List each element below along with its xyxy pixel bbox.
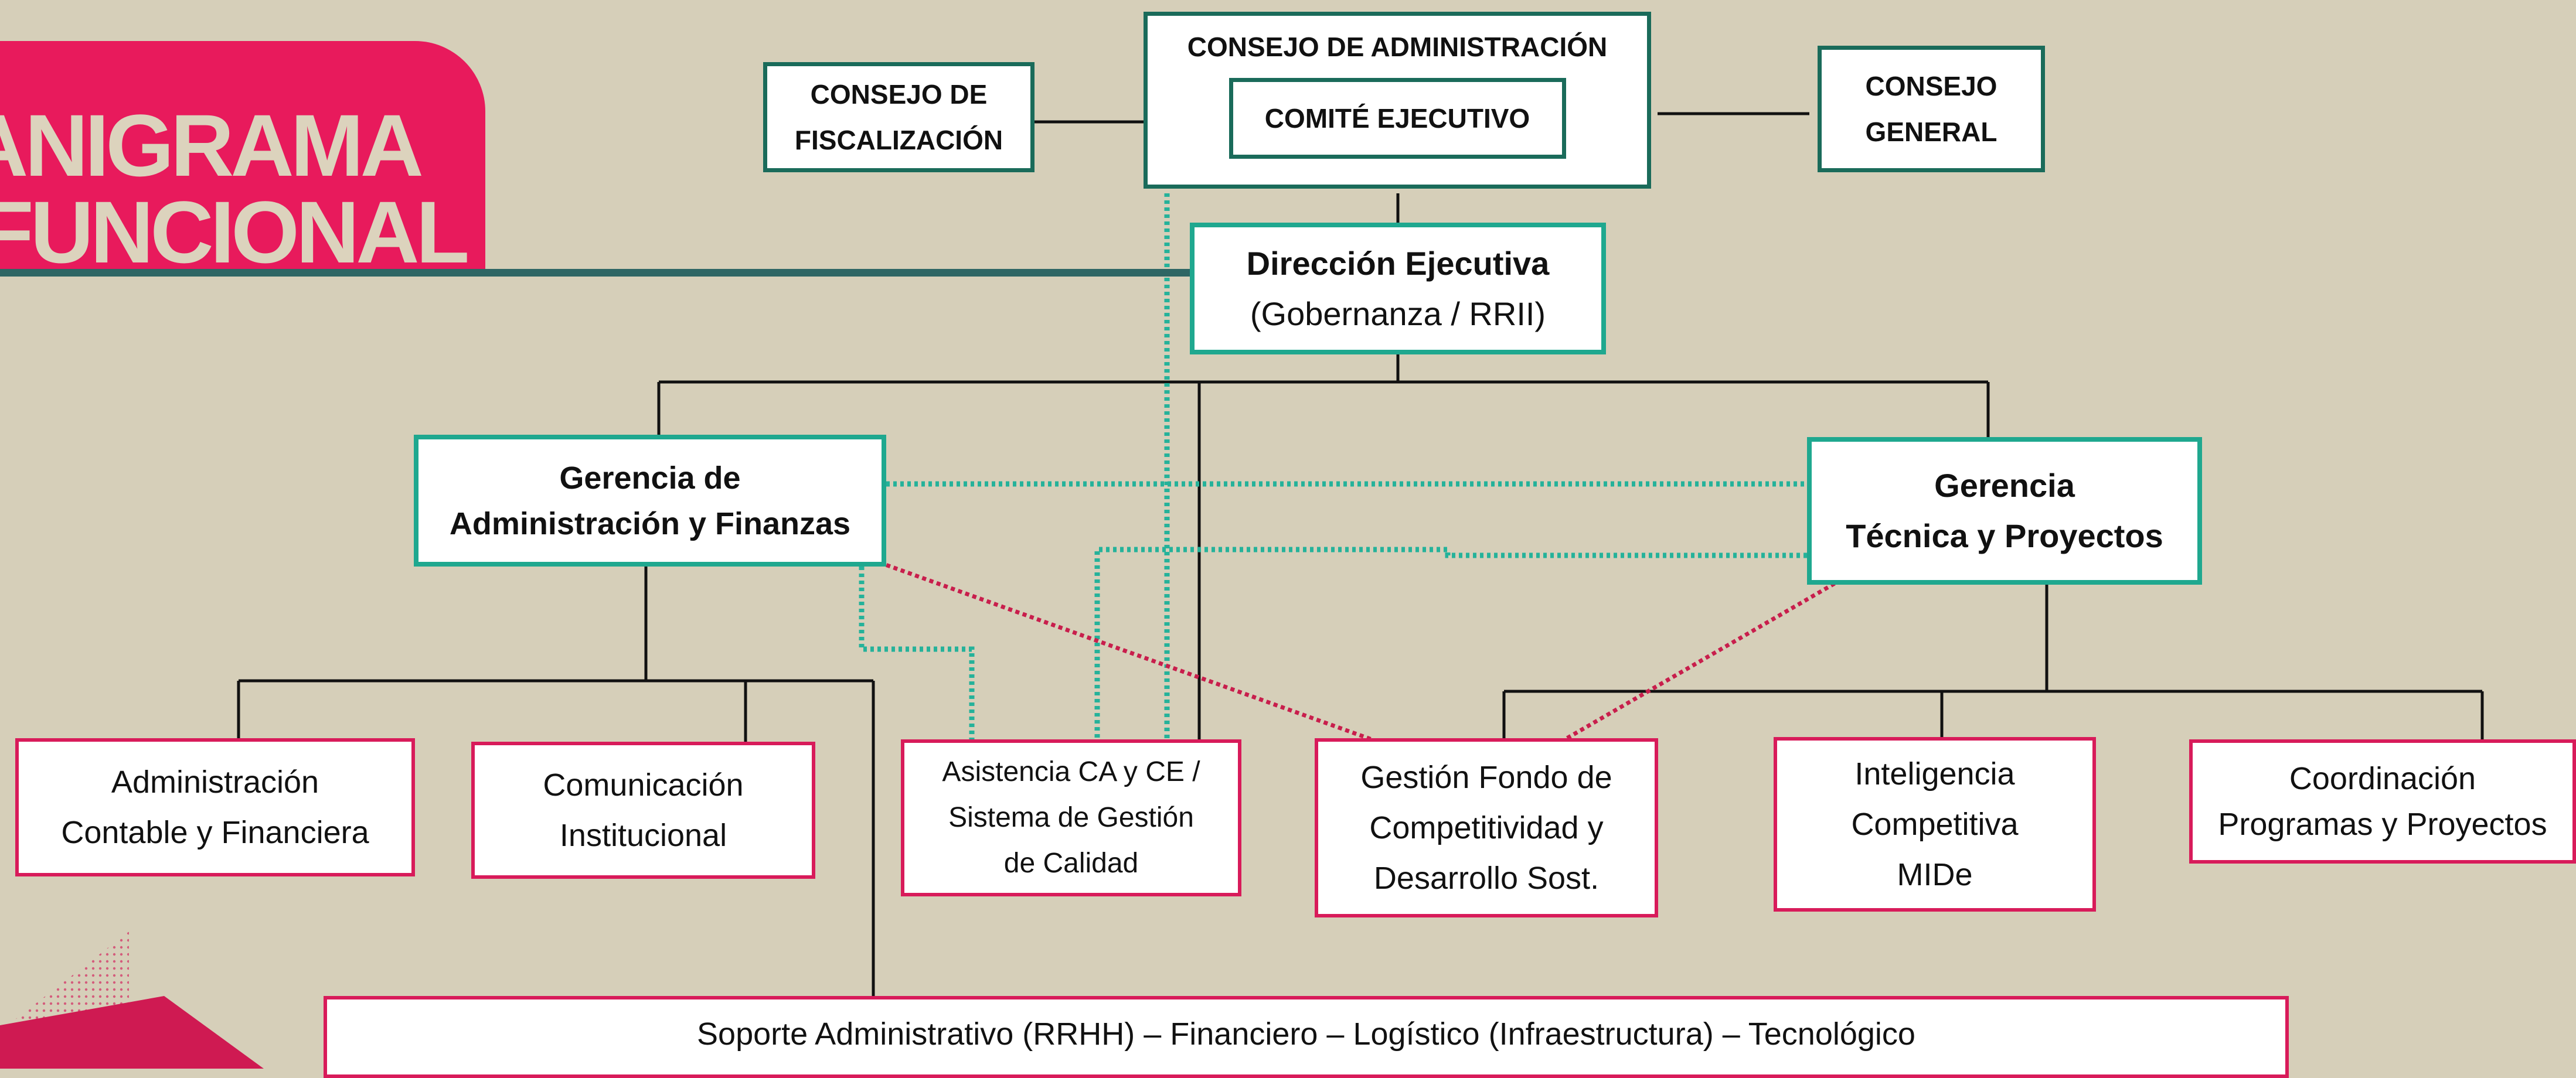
- asistencia-line-2: Sistema de Gestión: [948, 802, 1194, 833]
- title-underline: [0, 269, 1196, 277]
- direccion-ejecutiva-detail: (Gobernanza / RRII): [1250, 295, 1546, 332]
- inteligencia-box: Inteligencia Competitiva MIDe: [1774, 737, 2096, 912]
- inteligencia-line-2: Competitiva: [1851, 807, 2019, 842]
- title-line-2: FUNCIONAL: [0, 183, 469, 272]
- comite-ejecutivo-label: COMITÉ EJECUTIVO: [1264, 103, 1530, 134]
- admin-contable-line-2: Contable y Financiera: [61, 815, 369, 850]
- dotted-line-admin-to-gestion-fondo: [878, 560, 1373, 742]
- title-tab: ANIGRAMA FUNCIONAL: [0, 41, 485, 272]
- consejo-administracion-box: CONSEJO DE ADMINISTRACIÓN COMITÉ EJECUTI…: [1144, 12, 1651, 189]
- comunicacion-line-1: Comunicación: [543, 767, 744, 803]
- gerencia-administracion-line-2: Administración y Finanzas: [449, 506, 851, 541]
- comite-ejecutivo-box: COMITÉ EJECUTIVO: [1229, 78, 1566, 159]
- direccion-ejecutiva-name: Dirección Ejecutiva: [1246, 244, 1550, 282]
- title-line-1: ANIGRAMA: [0, 96, 424, 195]
- gestion-fondo-box: Gestión Fondo de Competitividad y Desarr…: [1315, 738, 1658, 917]
- comunicacion-box: Comunicación Institucional: [471, 742, 815, 879]
- inteligencia-line-3: MIDe: [1897, 857, 1973, 892]
- gestion-fondo-line-2: Competitividad y: [1369, 810, 1604, 845]
- direccion-ejecutiva-box: Dirección Ejecutiva (Gobernanza / RRII): [1190, 223, 1606, 354]
- asistencia-line-1: Asistencia CA y CE /: [942, 756, 1200, 787]
- consejo-administracion-title: CONSEJO DE ADMINISTRACIÓN: [1187, 32, 1608, 62]
- consejo-fiscalizacion-line-2: FISCALIZACIÓN: [794, 125, 1003, 155]
- consejo-fiscalizacion-line-1: CONSEJO DE: [810, 79, 988, 110]
- asistencia-box: Asistencia CA y CE / Sistema de Gestión …: [901, 739, 1241, 896]
- gerencia-tecnica-box: Gerencia Técnica y Proyectos: [1807, 437, 2202, 585]
- gerencia-tecnica-line-2: Técnica y Proyectos: [1846, 517, 2163, 554]
- asistencia-line-3: de Calidad: [1003, 848, 1139, 879]
- consejo-general-box: CONSEJO GENERAL: [1818, 46, 2045, 172]
- consejo-general-line-2: GENERAL: [1865, 117, 1997, 147]
- soporte-box: Soporte Administrativo (RRHH) – Financie…: [324, 996, 2289, 1078]
- pink-triangle-shape: [0, 996, 264, 1069]
- gerencia-tecnica-line-1: Gerencia: [1934, 467, 2075, 504]
- gestion-fondo-line-3: Desarrollo Sost.: [1373, 861, 1600, 896]
- consejo-general-line-1: CONSEJO: [1865, 71, 1997, 101]
- gestion-fondo-line-1: Gestión Fondo de: [1360, 760, 1612, 795]
- coordinacion-box: Coordinación Programas y Proyectos: [2189, 739, 2576, 864]
- dotted-line-technical-to-asistencia: [1094, 547, 1807, 739]
- coordinacion-line-2: Programas y Proyectos: [2218, 807, 2547, 842]
- dotted-line-technical-to-gestion-fondo: [1564, 581, 1836, 742]
- consejo-fiscalizacion-box: CONSEJO DE FISCALIZACIÓN: [763, 62, 1035, 172]
- gerencia-administracion-line-1: Gerencia de: [559, 460, 741, 496]
- comunicacion-line-2: Institucional: [559, 818, 727, 853]
- admin-contable-box: Administración Contable y Financiera: [15, 738, 415, 876]
- decorative-corner-graphic: [0, 932, 264, 1069]
- admin-contable-line-1: Administración: [111, 765, 319, 800]
- coordinacion-line-1: Coordinación: [2289, 761, 2476, 796]
- soporte-label: Soporte Administrativo (RRHH) – Financie…: [697, 1016, 1915, 1052]
- inteligencia-line-1: Inteligencia: [1854, 756, 2015, 792]
- dotted-line-admin-to-asistencia: [859, 567, 975, 739]
- gerencia-administracion-box: Gerencia de Administración y Finanzas: [414, 435, 886, 567]
